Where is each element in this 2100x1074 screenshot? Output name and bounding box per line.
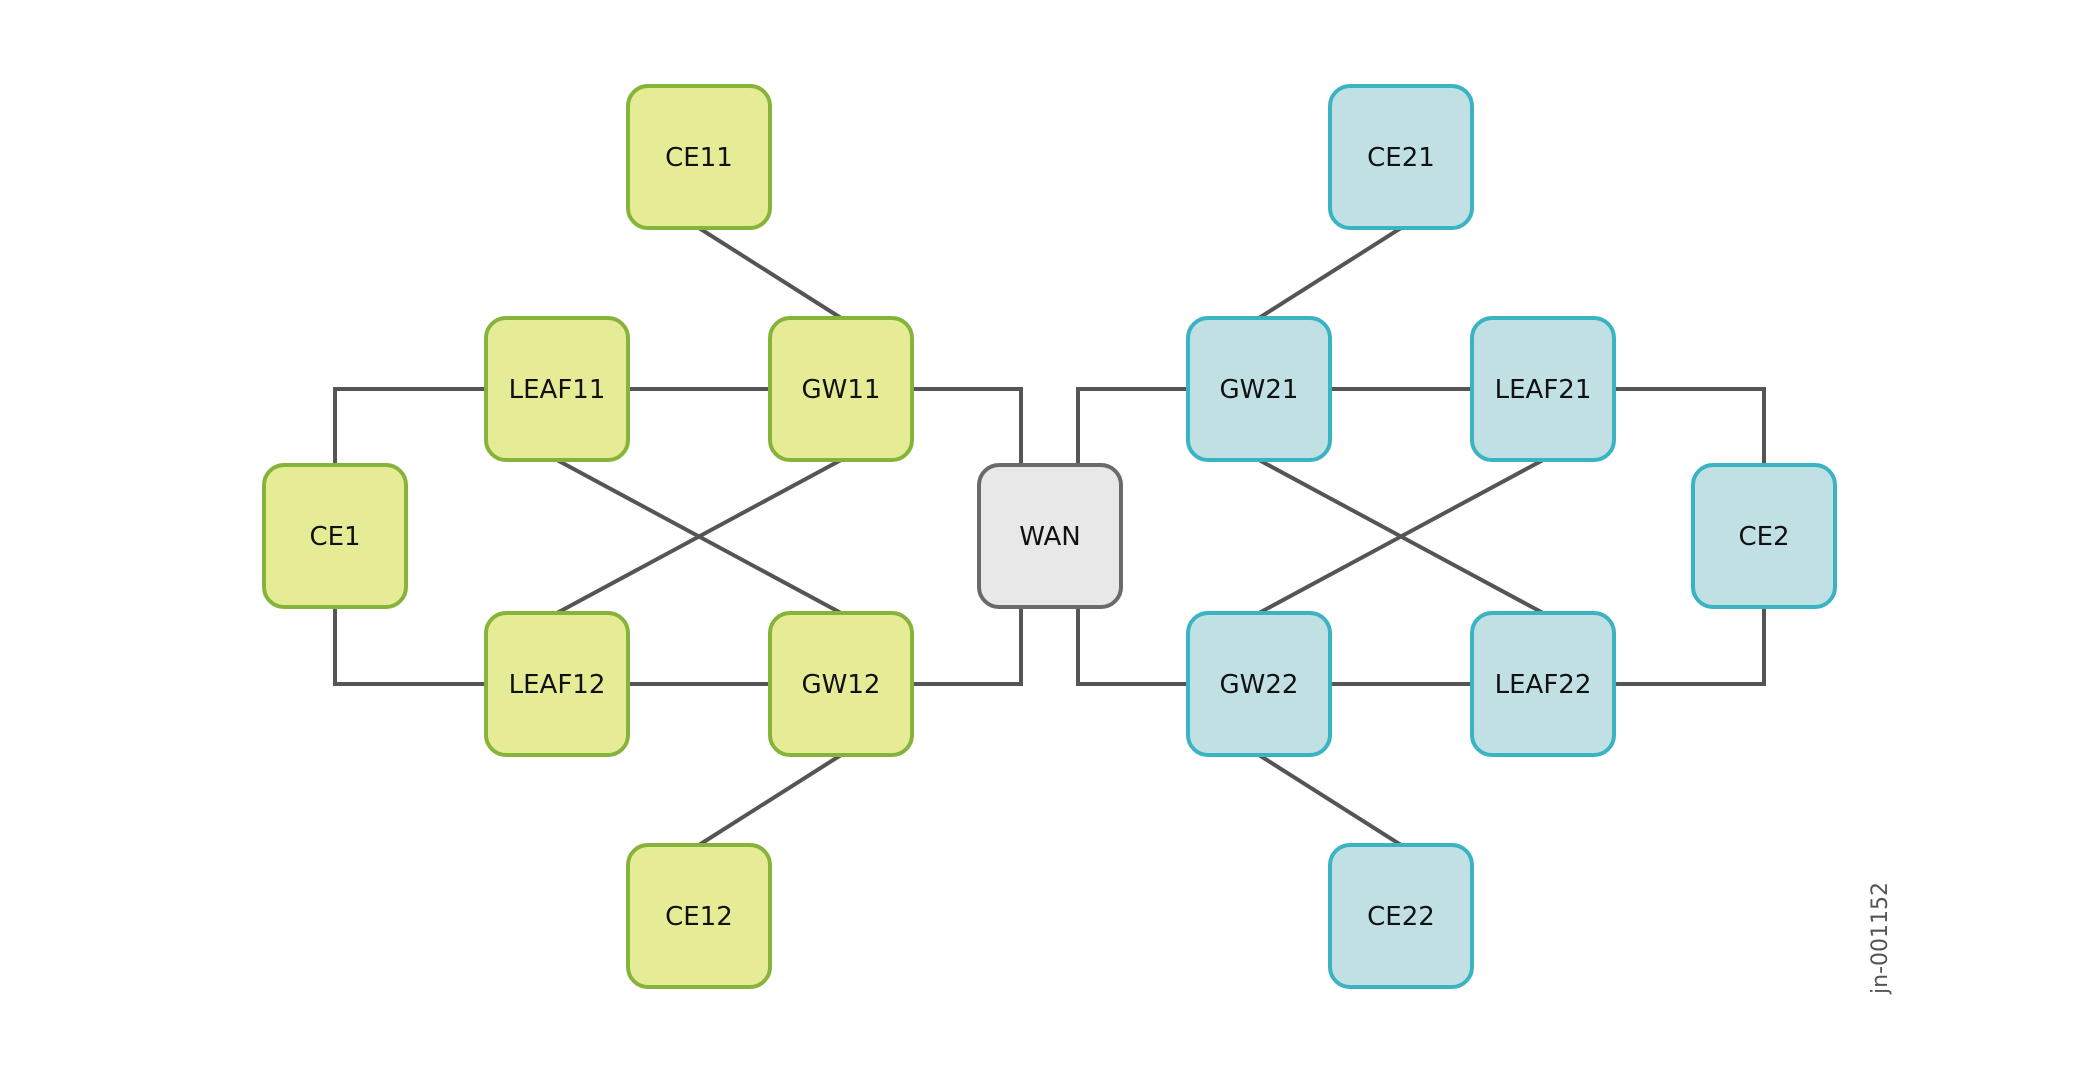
node-gw12[interactable]: GW12 bbox=[768, 611, 914, 757]
node-label: GW21 bbox=[1220, 375, 1299, 405]
node-ce1[interactable]: CE1 bbox=[262, 463, 408, 609]
node-box bbox=[484, 611, 630, 757]
node-label: LEAF12 bbox=[509, 670, 606, 700]
node-gw11[interactable]: GW11 bbox=[768, 316, 914, 462]
node-box bbox=[1186, 316, 1332, 462]
node-ce11[interactable]: CE11 bbox=[626, 84, 772, 230]
node-box bbox=[1470, 611, 1616, 757]
node-label: WAN bbox=[1019, 522, 1081, 552]
node-box bbox=[626, 84, 772, 230]
node-box bbox=[262, 463, 408, 609]
node-label: CE12 bbox=[665, 902, 733, 932]
node-box bbox=[977, 463, 1123, 609]
node-box bbox=[626, 843, 772, 989]
node-label: GW22 bbox=[1220, 670, 1299, 700]
node-ce2[interactable]: CE2 bbox=[1691, 463, 1837, 609]
node-gw21[interactable]: GW21 bbox=[1186, 316, 1332, 462]
link-leaf21-gw22 bbox=[1258, 458, 1544, 615]
node-box bbox=[1328, 84, 1474, 230]
node-label: CE21 bbox=[1367, 143, 1435, 173]
node-ce21[interactable]: CE21 bbox=[1328, 84, 1474, 230]
node-label: LEAF21 bbox=[1495, 375, 1592, 405]
node-box bbox=[1470, 316, 1616, 462]
node-gw22[interactable]: GW22 bbox=[1186, 611, 1332, 757]
node-leaf12[interactable]: LEAF12 bbox=[484, 611, 630, 757]
node-label: LEAF22 bbox=[1495, 670, 1592, 700]
node-ce22[interactable]: CE22 bbox=[1328, 843, 1474, 989]
node-box bbox=[1186, 611, 1332, 757]
node-box bbox=[1328, 843, 1474, 989]
node-ce12[interactable]: CE12 bbox=[626, 843, 772, 989]
link-ce11-gw11 bbox=[697, 226, 843, 320]
node-label: CE11 bbox=[665, 143, 733, 173]
node-leaf11[interactable]: LEAF11 bbox=[484, 316, 630, 462]
link-gw22-ce22 bbox=[1257, 753, 1403, 847]
node-box bbox=[1691, 463, 1837, 609]
node-label: CE1 bbox=[309, 522, 360, 552]
figure-id-label: jn-001152 bbox=[1868, 882, 1893, 995]
node-box bbox=[768, 316, 914, 462]
node-box bbox=[768, 611, 914, 757]
node-label: CE2 bbox=[1738, 522, 1789, 552]
link-ce21-gw21 bbox=[1257, 226, 1403, 320]
node-label: CE22 bbox=[1367, 902, 1435, 932]
node-label: GW12 bbox=[802, 670, 881, 700]
link-gw12-ce12 bbox=[697, 753, 843, 847]
node-label: GW11 bbox=[802, 375, 881, 405]
node-leaf22[interactable]: LEAF22 bbox=[1470, 611, 1616, 757]
node-label: LEAF11 bbox=[509, 375, 606, 405]
node-box bbox=[484, 316, 630, 462]
node-leaf21[interactable]: LEAF21 bbox=[1470, 316, 1616, 462]
link-gw11-leaf12 bbox=[556, 458, 842, 615]
node-wan[interactable]: WAN bbox=[977, 463, 1123, 609]
